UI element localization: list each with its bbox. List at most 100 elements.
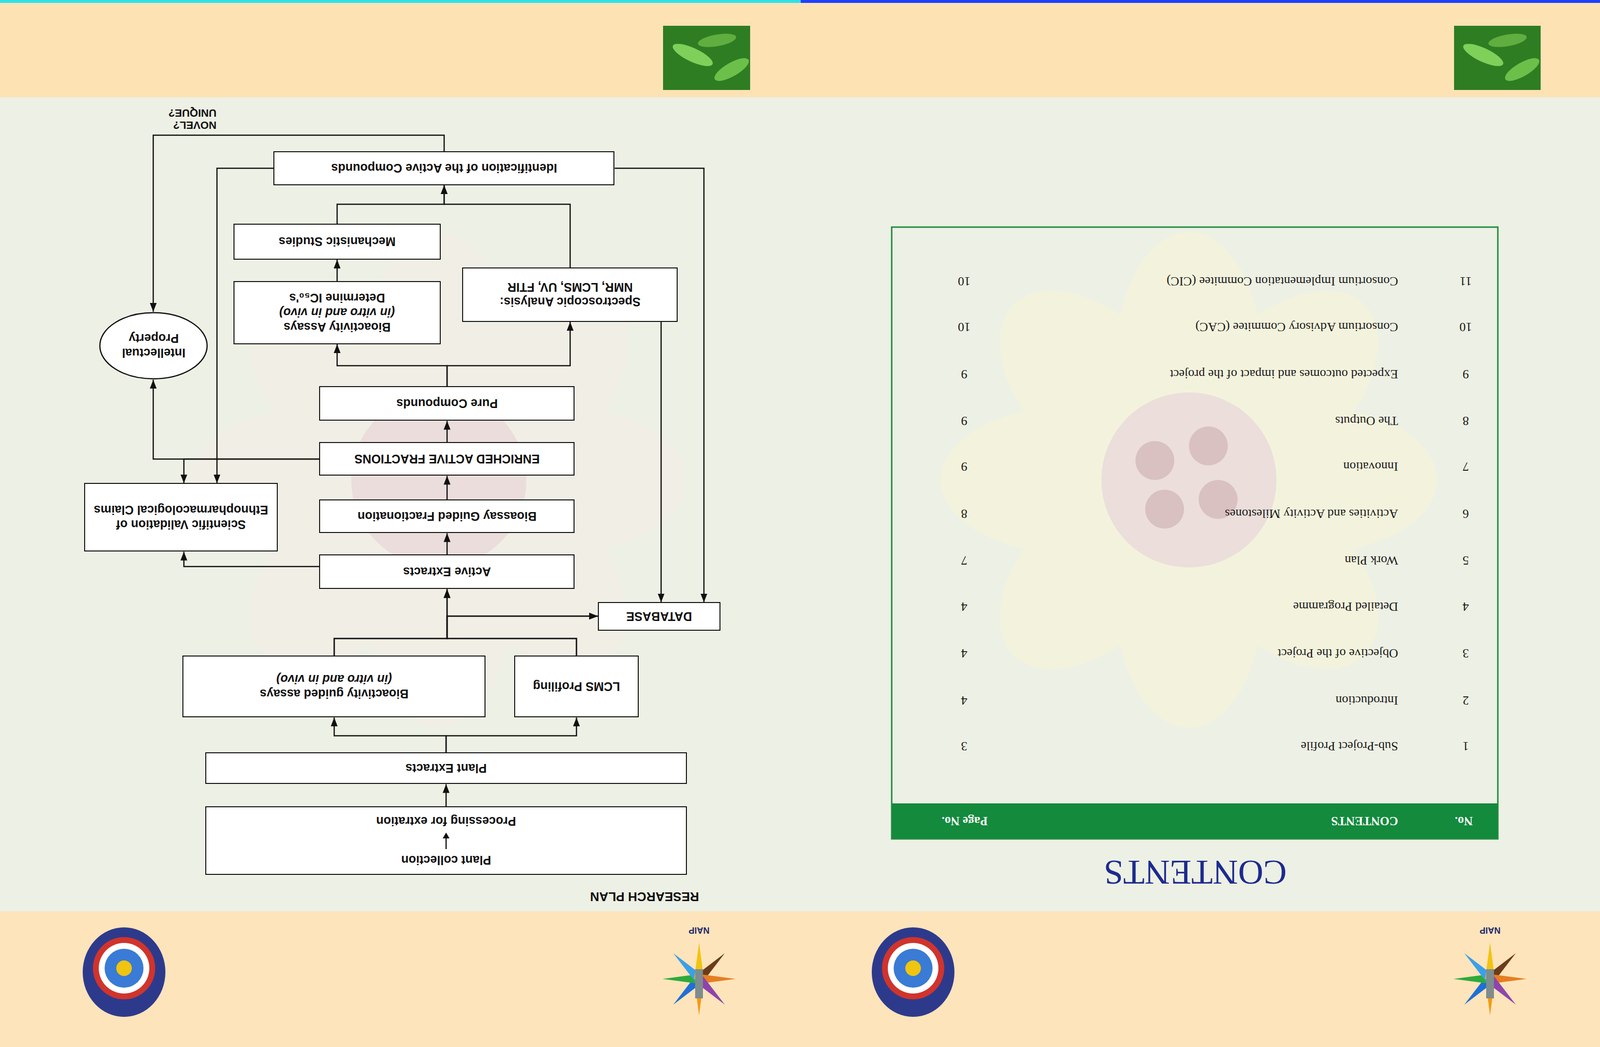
node-text: Bioactivity Assays (283, 320, 391, 335)
process-box: Pure Compounds (319, 386, 576, 422)
table-cell: Detailed Programme (1293, 599, 1399, 614)
node-text: Pure Compounds (396, 396, 498, 412)
node-text: Processing for extration (376, 814, 517, 829)
node-text: NMR, LCMS, UV, FTIR (507, 280, 633, 295)
table-cell: Innovation (1343, 459, 1399, 474)
process-box: ENRICHED ACTIVE FRACTIONS (319, 442, 576, 477)
inner-arrow-head (442, 832, 450, 839)
table-cell: Consortium Advisory Commitee (CAC) (1195, 319, 1399, 335)
edge-rule (800, 0, 1600, 3)
flow-arrow (337, 344, 448, 387)
node-text: Bioactivity guided assays (259, 686, 409, 702)
header-band (0, 911, 1600, 1047)
university-seal (871, 927, 955, 1018)
flow-arrow (444, 185, 571, 268)
flow-arrow (334, 718, 447, 754)
logo-text: NAIP (1479, 925, 1501, 936)
flower-photo (190, 232, 687, 729)
table-cell: 8 (961, 506, 968, 522)
leaf (1487, 31, 1529, 50)
node-text: Mechanistic Studies (278, 234, 396, 250)
table-cell: 4 (961, 599, 968, 614)
table-cell: Consortium Implementation Commitee (CIC) (1166, 273, 1399, 289)
seal-outer (871, 927, 955, 1018)
flow-arrow (447, 616, 598, 657)
process-box: Identification of the Active Compounds (273, 151, 615, 186)
process-box: Bioactivity guided assays(in vitro and i… (182, 656, 486, 719)
table-header: CONTENTS (1330, 814, 1399, 828)
flow-arrow (446, 476, 449, 501)
flow-arrow (614, 168, 705, 603)
table-cell: The Outputs (1335, 413, 1399, 429)
inner-arrow-shaft (445, 837, 448, 850)
flow-arrow (337, 185, 445, 224)
leaf (697, 31, 738, 50)
table-cell: 10 (957, 319, 971, 335)
flow-arrow (336, 259, 339, 282)
table-header: Page No. (941, 814, 988, 828)
flower-centre (1101, 392, 1277, 568)
table-cell: 4 (1462, 599, 1470, 614)
process-box: Scientific Validation of Ethnopharmacolo… (84, 483, 278, 553)
table-cell: Introduction (1335, 693, 1399, 708)
database-box: DATABASE (597, 602, 721, 632)
node-text: Scientific Validation of Ethnopharmacolo… (91, 503, 270, 533)
table-cell: Work Plan (1344, 553, 1399, 568)
flow-arrow (183, 552, 320, 568)
table-cell: 2 (1462, 693, 1470, 708)
seal-centre (104, 949, 144, 989)
naip-logo (1453, 942, 1527, 1016)
table-cell: 3 (961, 738, 968, 754)
table-cell: 9 (961, 459, 968, 474)
table-cell: 4 (961, 646, 968, 661)
table-cell: 8 (1462, 413, 1470, 429)
table-header: No. (1455, 814, 1474, 828)
table-cell: 6 (1462, 506, 1470, 522)
process-box: Active Extracts (319, 555, 576, 590)
node-text: (in vitro and in vivo) (276, 672, 393, 687)
process-box: Plant Extracts (205, 753, 687, 785)
node-text: Bioassay Guided Fractionation (357, 509, 537, 524)
logo-tower (1486, 969, 1494, 999)
node-text: Active Extracts (403, 564, 492, 580)
flow-arrow (183, 459, 320, 484)
table-cell: 7 (961, 553, 968, 568)
seal-ring (98, 943, 150, 994)
diagram-title: RESEARCH PLAN (590, 889, 700, 905)
table-border (891, 227, 1498, 840)
seal-centre (905, 960, 921, 977)
terminal-ellipse: Intellectual Property (99, 311, 209, 380)
flow-arrow (445, 784, 448, 808)
logo-tower (695, 969, 703, 999)
leaf-photo-ground (663, 25, 751, 90)
process-box: Plant collectionProcessing for extration (205, 807, 687, 876)
process-box: LCMS Profiling (514, 656, 639, 719)
flow-arrow (446, 533, 449, 556)
seal-ring (92, 937, 156, 1000)
edge-rule (0, 0, 801, 3)
naip-logo (662, 942, 736, 1016)
node-text: ENRICHED ACTIVE FRACTIONS (354, 451, 540, 467)
inner-arrow (441, 832, 451, 850)
leaf-photo (663, 25, 753, 90)
node-text: (in vitro and in vivo) (279, 305, 396, 321)
process-box: Bioactivity Assays(in vitro and in vivo)… (233, 281, 441, 345)
table-cell: 9 (961, 413, 968, 429)
node-text: Plant Extracts (405, 761, 487, 776)
flow-arrow (153, 379, 320, 460)
table-cell: Activities and Activity Milestones (1224, 506, 1399, 522)
table-cell: Expected outcomes and impact of the proj… (1169, 366, 1399, 382)
flower-spot (1135, 441, 1175, 481)
table-cell: 1 (1462, 738, 1470, 754)
node-text: Intellectual Property (112, 331, 196, 361)
seal-ring (881, 937, 945, 1000)
leaf-photo (1454, 25, 1543, 90)
leaf (1501, 53, 1543, 86)
table-cell: 7 (1462, 459, 1470, 474)
flow-arrow (334, 589, 448, 657)
leaf-photo-ground (1454, 25, 1541, 90)
flow-arrow (447, 589, 577, 657)
node-text: LCMS Profiling (532, 679, 620, 695)
process-box: Mechanistic Studies (233, 223, 441, 260)
